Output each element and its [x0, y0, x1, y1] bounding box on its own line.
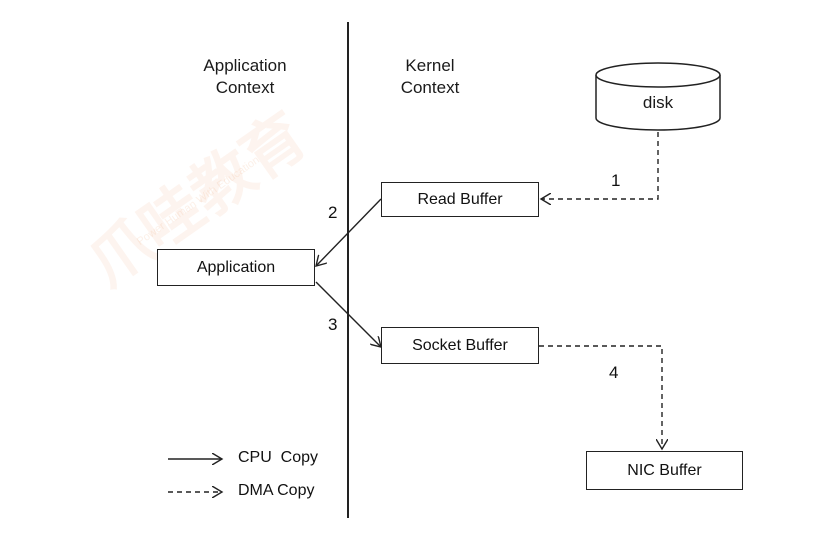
nic-buffer-box: NIC Buffer [586, 451, 743, 490]
legend-cpu-copy-label: CPU Copy [238, 449, 319, 466]
kernel-context-label: Kernel Context [380, 55, 480, 99]
cpu-arrow-read-buffer-to-application [316, 198, 382, 266]
application-context-line1: Application [203, 56, 287, 75]
dma-arrow-disk-to-read-buffer [541, 132, 659, 199]
application-context-line2: Context [215, 78, 275, 97]
step-4-label: 4 [609, 363, 619, 382]
disk-cylinder [595, 62, 721, 131]
socket-buffer-box: Socket Buffer [381, 327, 539, 364]
step-1-label: 1 [611, 171, 621, 190]
application-box: Application [157, 249, 315, 286]
kernel-context-line1: Kernel [405, 56, 455, 75]
application-context-label: Application Context [185, 55, 305, 99]
step-3-label: 3 [328, 315, 338, 334]
step-2-label: 2 [328, 203, 338, 222]
legend-dma-copy-label: DMA Copy [238, 482, 315, 499]
dma-arrow-socket-buffer-to-nic-buffer [539, 345, 662, 449]
disk-label: disk [642, 93, 674, 112]
cpu-arrow-application-to-socket-buffer [315, 281, 381, 347]
read-buffer-box: Read Buffer [381, 182, 539, 217]
kernel-context-line2: Context [400, 78, 460, 97]
